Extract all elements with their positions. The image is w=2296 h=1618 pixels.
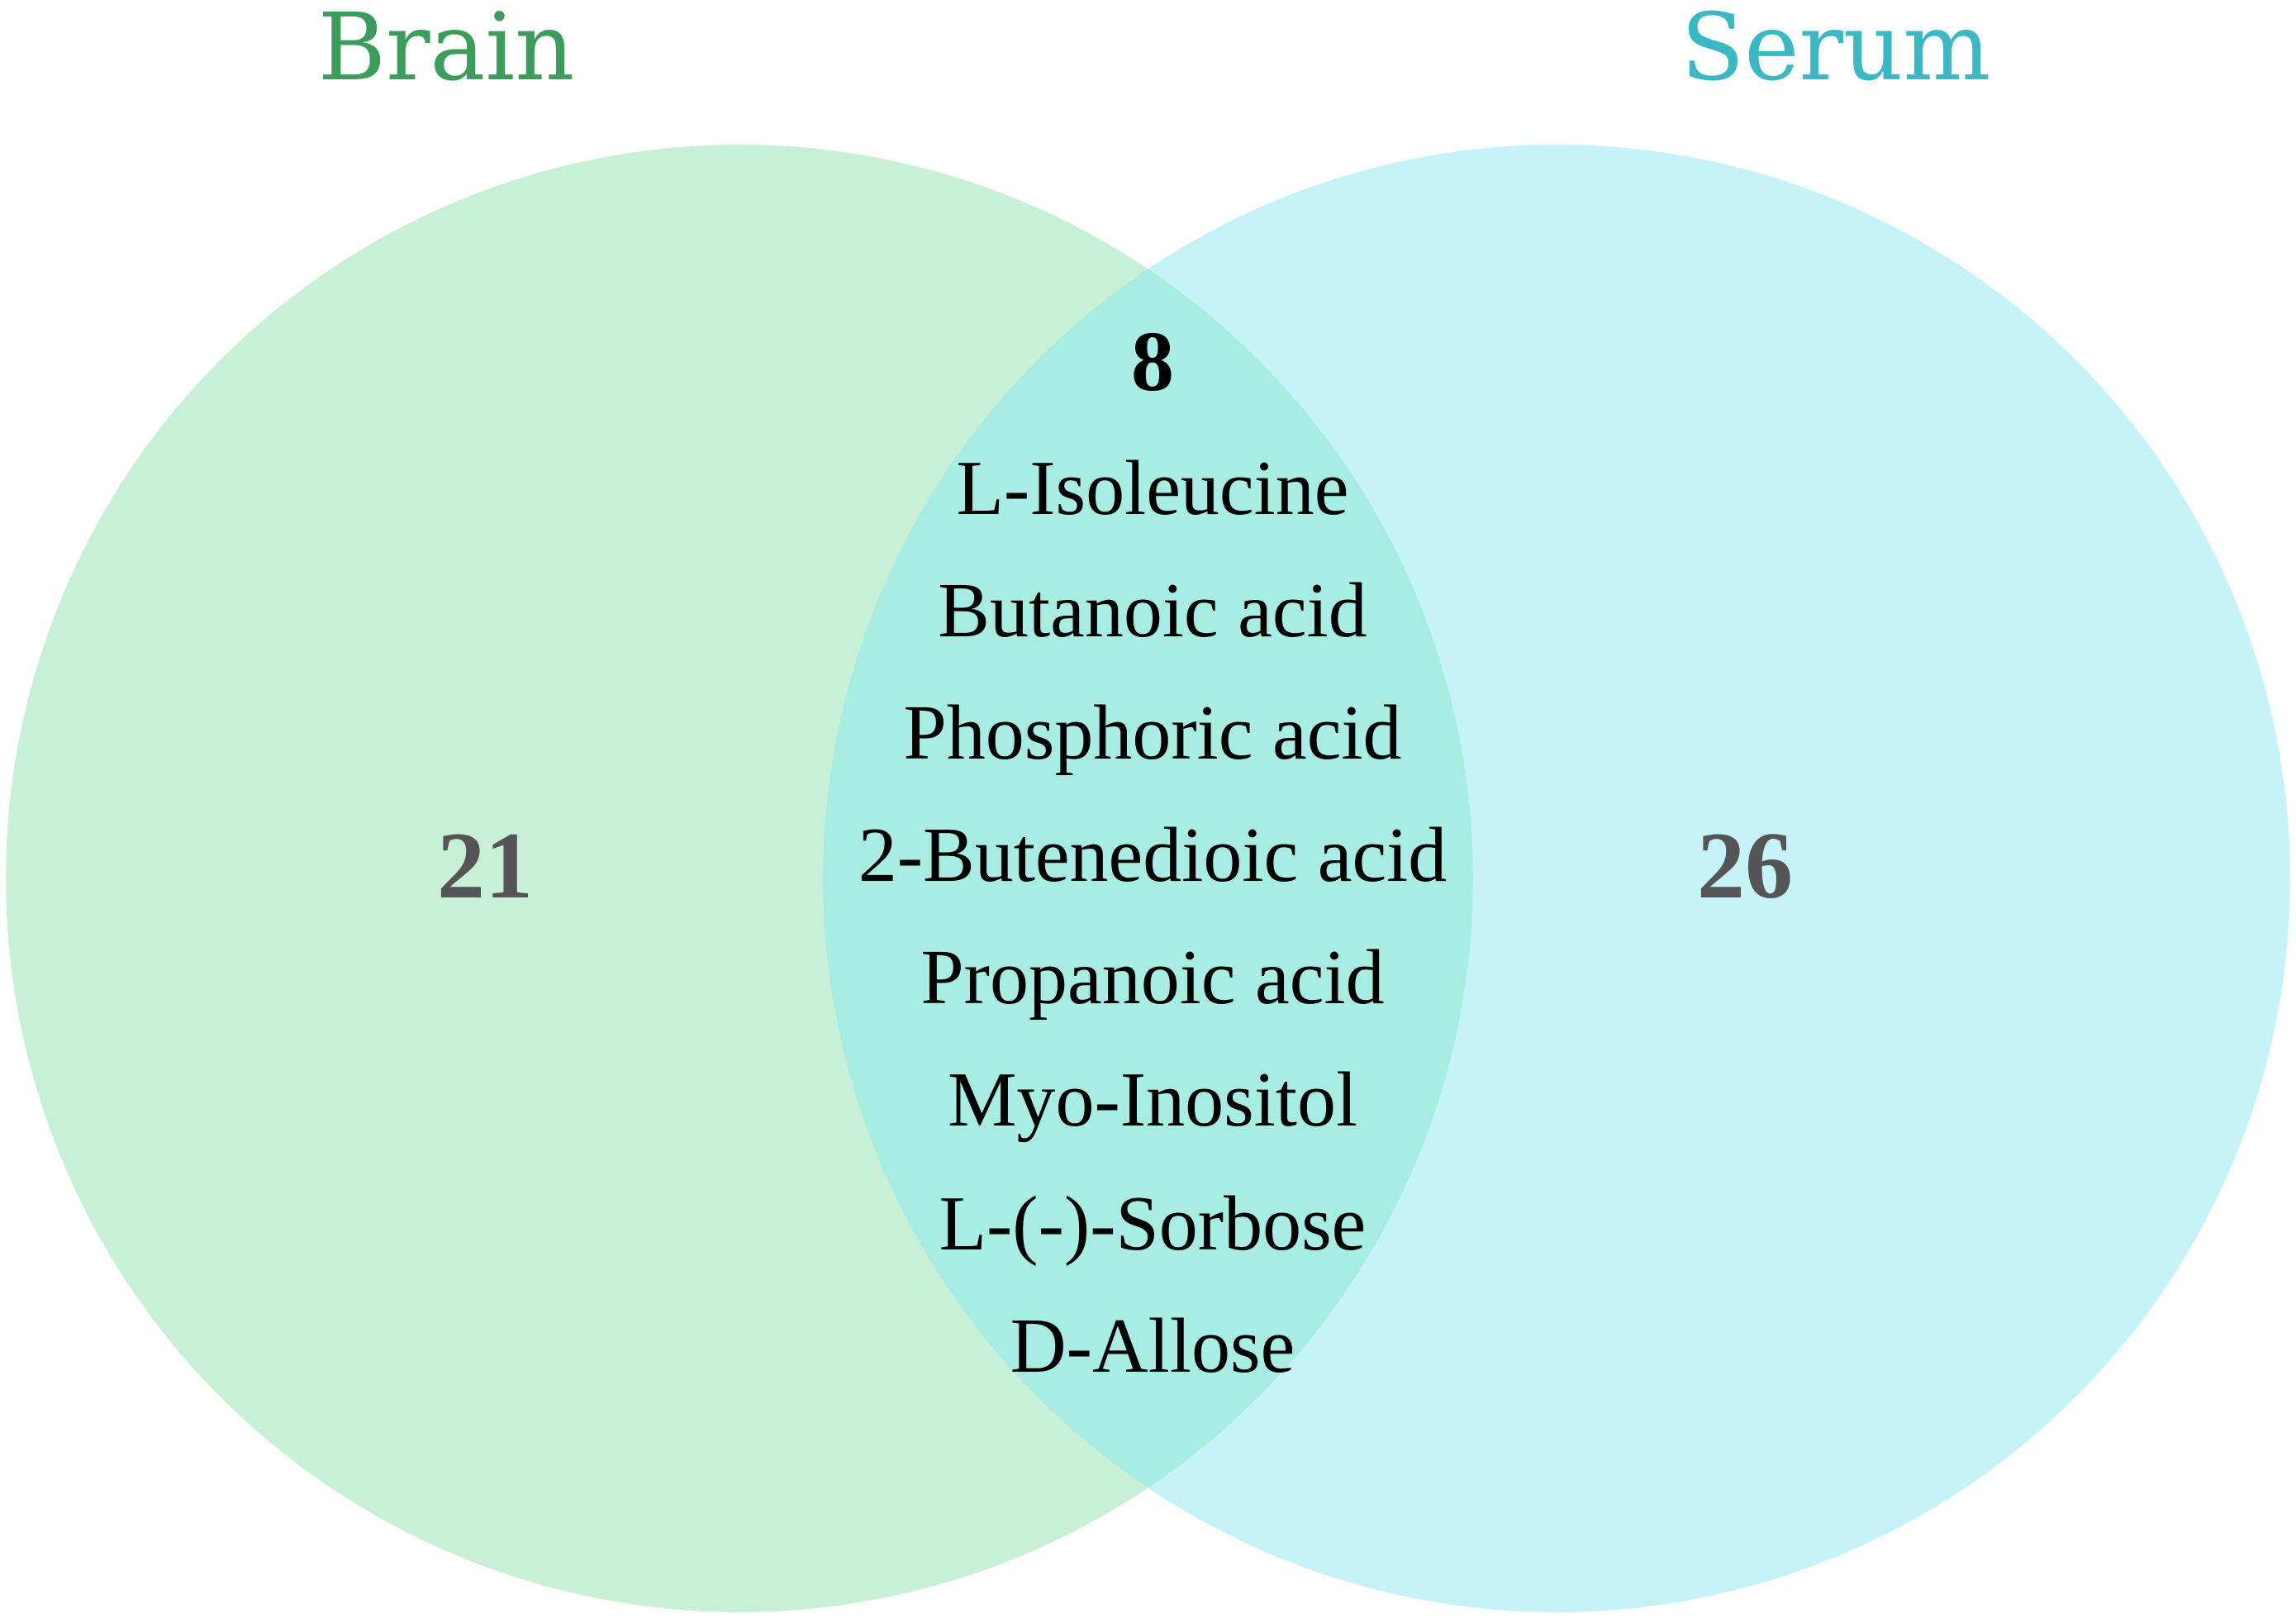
intersection-item: Butanoic acid (938, 568, 1367, 654)
intersection-item: Myo-Inositol (948, 1057, 1357, 1143)
intersection-item: 2-Butenedioic acid (858, 812, 1447, 898)
brain-only-count: 21 (437, 813, 533, 919)
intersection-item: Propanoic acid (920, 935, 1384, 1021)
intersection-item: Phosphoric acid (903, 690, 1401, 776)
intersection-item: L-Isoleucine (956, 445, 1348, 531)
serum-only-count: 26 (1697, 813, 1793, 919)
serum-set-title: Serum (1681, 0, 1991, 102)
brain-set-title: Brain (318, 0, 575, 102)
intersection-count: 8 (1131, 314, 1174, 409)
intersection-region (823, 145, 1473, 1612)
intersection-item: D-Allose (1010, 1303, 1295, 1389)
intersection-item: L-(-)-Sorbose (939, 1181, 1367, 1267)
